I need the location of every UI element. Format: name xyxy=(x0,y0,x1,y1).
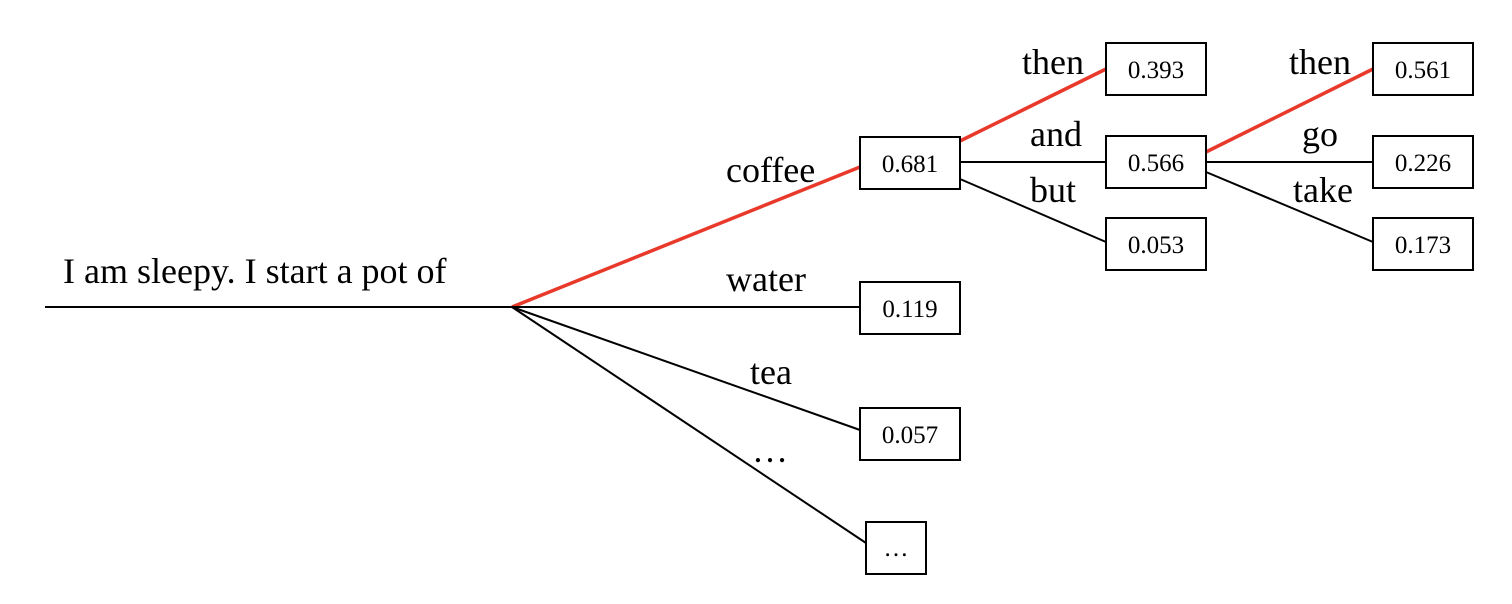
prob-node-l2-1: 0.566 xyxy=(1105,135,1207,189)
edge-label-l3-1: go xyxy=(1302,114,1338,154)
edge-label-l1-1: water xyxy=(726,259,806,299)
edge-label-l1-0: coffee xyxy=(726,150,815,190)
prob-node-l2-2: 0.053 xyxy=(1105,217,1207,271)
prob-value: 0.053 xyxy=(1128,232,1184,259)
edge-label-l3-2: take xyxy=(1293,170,1353,210)
edge-l1-l2-2 xyxy=(959,178,1107,243)
edge-l2-l3-0 xyxy=(1205,67,1374,154)
edge-label-l2-0: then xyxy=(1022,42,1084,82)
prob-node-l3-0: 0.561 xyxy=(1372,42,1474,96)
edge-label-l1-3: … xyxy=(752,430,788,470)
edge-l2-l3-2 xyxy=(1205,171,1374,243)
prob-node-l3-1: 0.226 xyxy=(1372,135,1474,189)
prob-value: 0.226 xyxy=(1395,150,1451,177)
edge-label-l3-0: then xyxy=(1289,42,1351,82)
prob-node-l1-3: … xyxy=(865,521,927,575)
prob-node-l2-0: 0.393 xyxy=(1105,42,1207,96)
prob-node-l1-2: 0.057 xyxy=(859,407,961,461)
edge-root-l1-0 xyxy=(511,165,861,309)
edge-root-l1-2 xyxy=(511,306,861,431)
prompt-text: I am sleepy. I start a pot of xyxy=(63,251,447,291)
prob-node-l3-2: 0.173 xyxy=(1372,217,1474,271)
edge-label-l2-1: and xyxy=(1030,114,1082,154)
prob-value: 0.561 xyxy=(1395,57,1451,84)
prob-value: 0.119 xyxy=(882,296,937,323)
edge-label-l1-2: tea xyxy=(750,352,792,392)
prob-value: 0.681 xyxy=(882,151,938,178)
edge-l1-l2-0 xyxy=(959,67,1107,143)
prob-node-l1-1: 0.119 xyxy=(859,281,961,335)
prob-value: 0.057 xyxy=(882,422,938,449)
prob-value: … xyxy=(884,535,909,562)
prob-node-l1-0: 0.681 xyxy=(859,136,961,190)
edge-label-l2-2: but xyxy=(1030,170,1076,210)
prob-value: 0.566 xyxy=(1128,150,1184,177)
prob-value: 0.173 xyxy=(1395,232,1451,259)
prob-value: 0.393 xyxy=(1128,57,1184,84)
edge-root-l1-3 xyxy=(511,306,867,544)
